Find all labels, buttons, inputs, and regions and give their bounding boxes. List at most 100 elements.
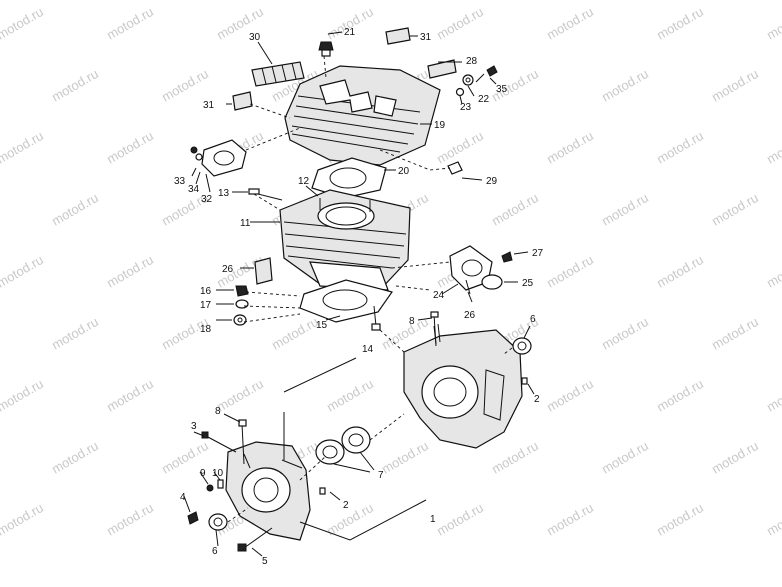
callout-8-left: 8 xyxy=(215,406,221,417)
watermark-text: motod.ru xyxy=(489,438,541,477)
watermark-text: motod.ru xyxy=(49,190,101,229)
fin-damper-31-top xyxy=(385,27,411,45)
callout-35: 35 xyxy=(496,84,508,95)
watermark-text: motod.ru xyxy=(0,4,46,43)
watermark-text: motod.ru xyxy=(764,252,782,291)
callout-26-left: 26 xyxy=(222,264,234,275)
callout-6-right: 6 xyxy=(530,314,536,325)
stud-8-left xyxy=(238,419,247,465)
callout-30: 30 xyxy=(249,32,261,43)
washer-9 xyxy=(206,484,214,492)
nut-18 xyxy=(233,314,247,326)
nut-16 xyxy=(235,285,249,297)
watermark-text: motod.ru xyxy=(49,438,101,477)
leader-lines xyxy=(183,31,535,557)
callout-17: 17 xyxy=(200,300,212,311)
watermark-text: motod.ru xyxy=(544,376,596,415)
callout-31-top: 31 xyxy=(420,32,432,43)
bolt-5 xyxy=(237,527,273,552)
stud-13 xyxy=(248,188,283,201)
watermark-text: motod.ru xyxy=(709,438,761,477)
cylinder-head xyxy=(284,65,441,166)
watermark-text: motod.ru xyxy=(104,252,156,291)
bearing-7-a xyxy=(315,439,345,465)
watermark-text: motod.ru xyxy=(544,4,596,43)
washer-23 xyxy=(455,87,465,97)
clamp-25 xyxy=(481,274,503,290)
stud-14 xyxy=(371,305,381,331)
watermark-text: motod.ru xyxy=(654,500,706,539)
callout-7: 7 xyxy=(378,470,384,481)
watermark-text: motod.ru xyxy=(764,500,782,539)
watermark-text: motod.ru xyxy=(544,252,596,291)
fin-damper-30 xyxy=(251,61,305,87)
watermark-text: motod.ru xyxy=(104,128,156,167)
watermark-text: motod.ru xyxy=(599,438,651,477)
watermark-text: motod.ru xyxy=(379,438,431,477)
nut-22 xyxy=(462,74,474,86)
fin-damper-28-left xyxy=(254,257,273,285)
callout-21: 21 xyxy=(344,27,356,38)
assembly-guides xyxy=(227,55,513,523)
watermark-text: motod.ru xyxy=(434,128,486,167)
pin-10 xyxy=(217,479,224,489)
callout-1: 1 xyxy=(430,514,436,525)
watermark-text: motod.ru xyxy=(599,190,651,229)
bolt-4 xyxy=(187,511,199,525)
watermark-text: motod.ru xyxy=(434,4,486,43)
bolt-35 xyxy=(475,65,498,83)
dowel-2-left xyxy=(319,487,326,495)
watermark-text: motod.ru xyxy=(709,66,761,105)
callout-2-right: 2 xyxy=(534,394,540,405)
fin-damper-28 xyxy=(427,59,457,79)
watermark-text: motod.ru xyxy=(544,128,596,167)
watermark-text: motod.ru xyxy=(0,128,46,167)
callout-23: 23 xyxy=(460,102,472,113)
seal-6-right xyxy=(512,337,532,355)
callout-26-right: 26 xyxy=(464,310,476,321)
callout-18: 18 xyxy=(200,324,212,335)
watermark-text: motod.ru xyxy=(159,66,211,105)
watermark-text: motod.ru xyxy=(104,376,156,415)
callout-5: 5 xyxy=(262,556,268,567)
callout-25: 25 xyxy=(522,278,534,289)
callout-15: 15 xyxy=(316,320,328,331)
callout-24: 24 xyxy=(433,290,445,301)
watermark-text: motod.ru xyxy=(764,376,782,415)
callout-12: 12 xyxy=(298,176,310,187)
watermark-text: motod.ru xyxy=(764,4,782,43)
watermark-text: motod.ru xyxy=(599,66,651,105)
dowel-2-right xyxy=(521,377,528,385)
watermark-text: motod.ru xyxy=(0,500,46,539)
nut-29 xyxy=(447,161,463,175)
callout-2-left: 2 xyxy=(343,500,349,511)
crankcase-right xyxy=(403,323,523,449)
watermark-text: motod.ru xyxy=(654,4,706,43)
crankcase-left xyxy=(225,441,311,541)
watermark-text: motod.ru xyxy=(544,500,596,539)
watermark-text: motod.ru xyxy=(49,66,101,105)
watermark-text: motod.ru xyxy=(0,376,46,415)
watermark-text: motod.ru xyxy=(434,500,486,539)
callout-8-right: 8 xyxy=(409,316,415,327)
callout-20: 20 xyxy=(398,166,410,177)
watermark-text: motod.ru xyxy=(269,314,321,353)
callout-11: 11 xyxy=(240,218,251,229)
watermark-text: motod.ru xyxy=(0,252,46,291)
watermark-text: motod.ru xyxy=(709,190,761,229)
watermark-text: motod.ru xyxy=(214,376,266,415)
watermark-text: motod.ru xyxy=(654,252,706,291)
callout-32: 32 xyxy=(201,194,213,205)
callout-13: 13 xyxy=(218,188,230,199)
watermark-text: motod.ru xyxy=(654,376,706,415)
callout-9: 9 xyxy=(200,468,206,479)
stud-26 xyxy=(465,279,471,295)
callout-6-left: 6 xyxy=(212,546,218,557)
callout-16: 16 xyxy=(200,286,212,297)
callout-34: 34 xyxy=(188,184,200,195)
stud-8-right xyxy=(430,311,439,347)
watermark-text: motod.ru xyxy=(324,500,376,539)
watermark-text: motod.ru xyxy=(709,314,761,353)
callout-29: 29 xyxy=(486,176,498,187)
